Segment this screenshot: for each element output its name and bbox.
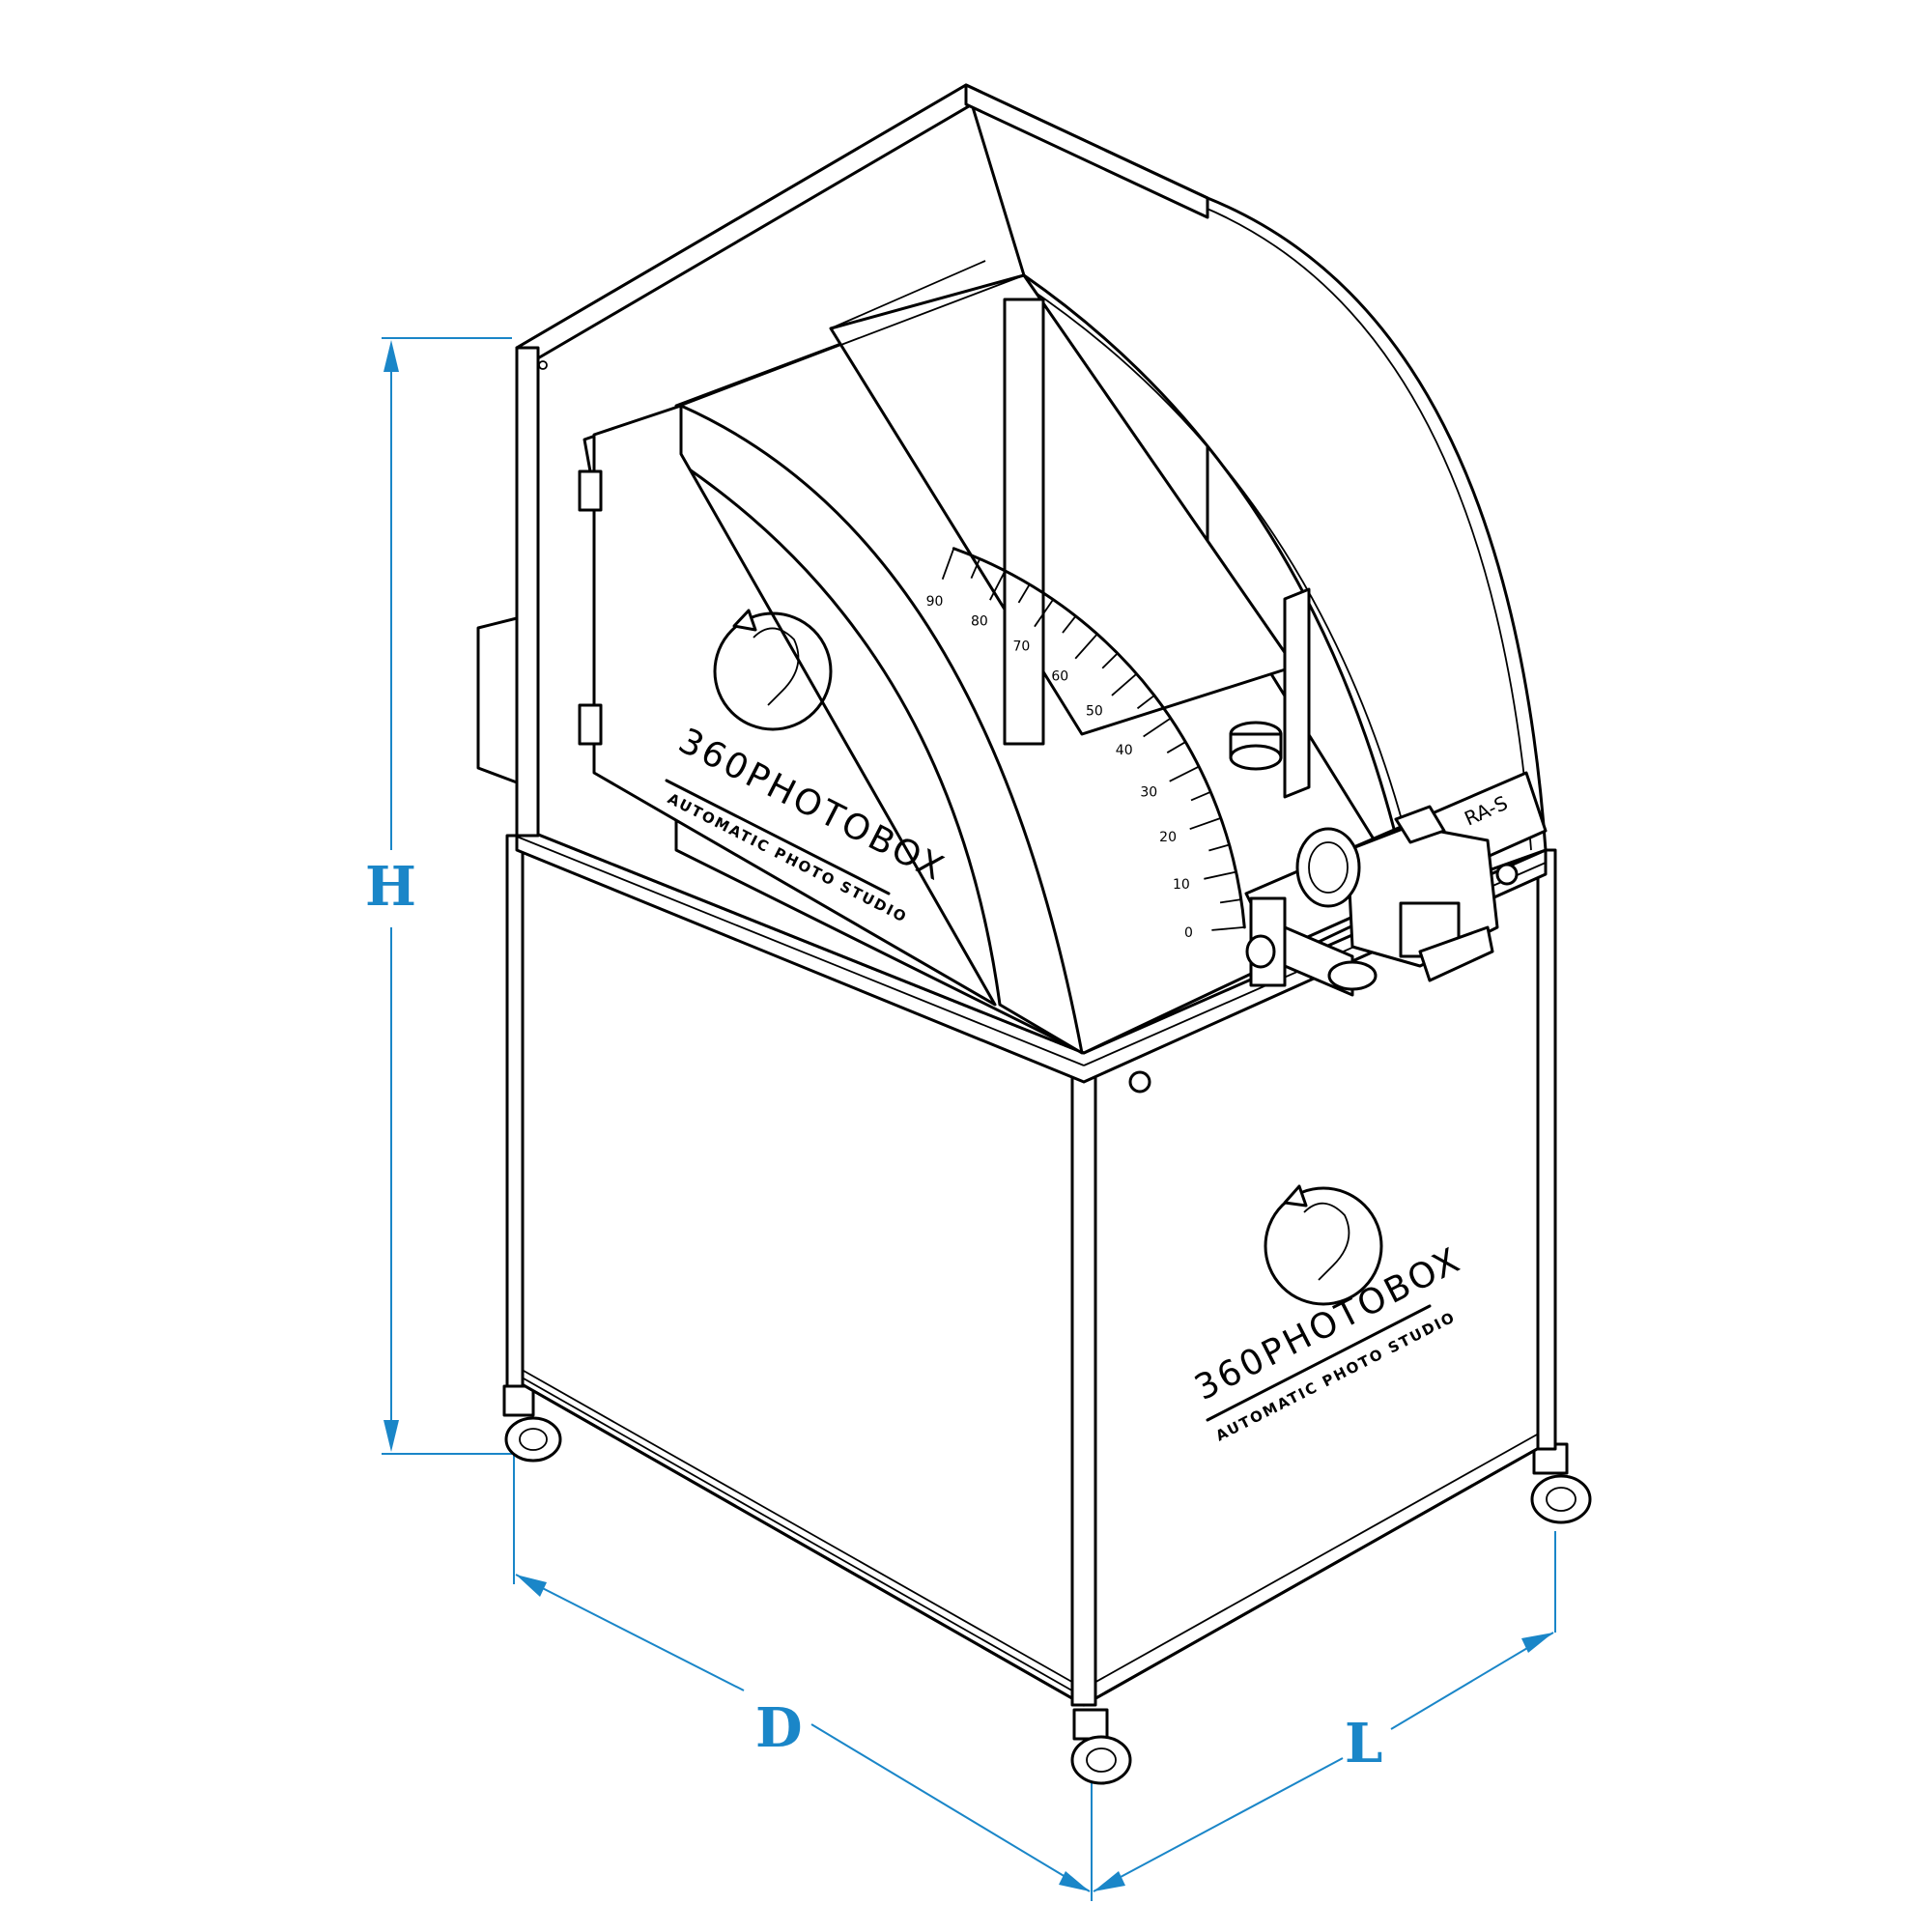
rotation-logo-icon-cabinet [1264,1186,1383,1306]
arc-scale-tick [1204,870,1236,880]
arc-scale-label: 50 [1086,704,1103,720]
camera-lens [1295,827,1361,908]
camera [1245,805,1499,997]
slider-knob [1245,934,1276,969]
door-hinge-top [578,469,603,512]
arc-scale-tick [1169,765,1200,782]
arc-scale-label: 30 [1140,785,1157,801]
arc-scale-tick [1062,615,1077,634]
height-label: H [365,855,416,919]
arc-scale-tick [1111,672,1138,696]
interior-support-post [1003,298,1045,746]
side-control-box [476,616,519,784]
arc-scale-tick [1034,599,1054,628]
arc-scale-track [952,547,1246,929]
arc-scale-tick [1189,817,1222,831]
arc-scale-label: 40 [1116,743,1133,758]
cabinet-left-post [505,834,525,1388]
cabinet-front-post [1070,1075,1097,1707]
arc-scale-tick [1143,717,1172,738]
arc-scale-tick [1211,926,1245,931]
arc-scale-tick [1017,583,1031,604]
arc-scale-tick [1074,633,1098,660]
arc-scale-label: 70 [1012,639,1030,654]
caster-left [502,1384,562,1463]
camera-flash [1394,805,1446,844]
arc-scale-tick [1166,741,1186,753]
arc-scale-label: 0 [1184,925,1193,941]
arc-scale-label: 90 [926,594,944,610]
upper-left-post [515,346,540,838]
arc-scale-label: 10 [1173,877,1190,893]
door-hinge-bottom [578,703,603,746]
cabinet-right-post [1536,848,1557,1451]
arc-scale-tick [970,558,981,580]
mount-knob [1327,960,1378,991]
rotation-logo-icon [713,611,833,731]
interior-support-right [1283,587,1311,799]
depth-label: D [755,1696,803,1760]
dimension-height: H [365,337,512,1455]
length-label: L [1345,1712,1382,1776]
arc-scale-tick [1101,652,1119,669]
camera-plate [1418,925,1494,982]
arc-scale-tick [1190,791,1211,802]
arc-scale-tick [989,570,1007,601]
arc-scale-label: 20 [1159,830,1177,845]
arc-scale-label: 60 [1051,669,1068,685]
cabinet-lock [1128,1070,1151,1094]
top-rail-back [964,83,1209,219]
curved-hood [964,83,1548,900]
arc-scale-tick [1219,898,1241,904]
caster-front [1070,1708,1132,1785]
rail-knob [1495,863,1519,886]
arc-scale-label: 80 [971,614,988,630]
arc-scale-tick [1136,695,1155,710]
arc-scale-tick [941,548,955,580]
arc-scale-tick [1208,843,1230,852]
caster-right [1530,1442,1592,1524]
arc-scale: 0 10 20 30 40 50 60 70 80 90 [926,547,1246,941]
dimension-length: L [1093,1531,1556,1892]
